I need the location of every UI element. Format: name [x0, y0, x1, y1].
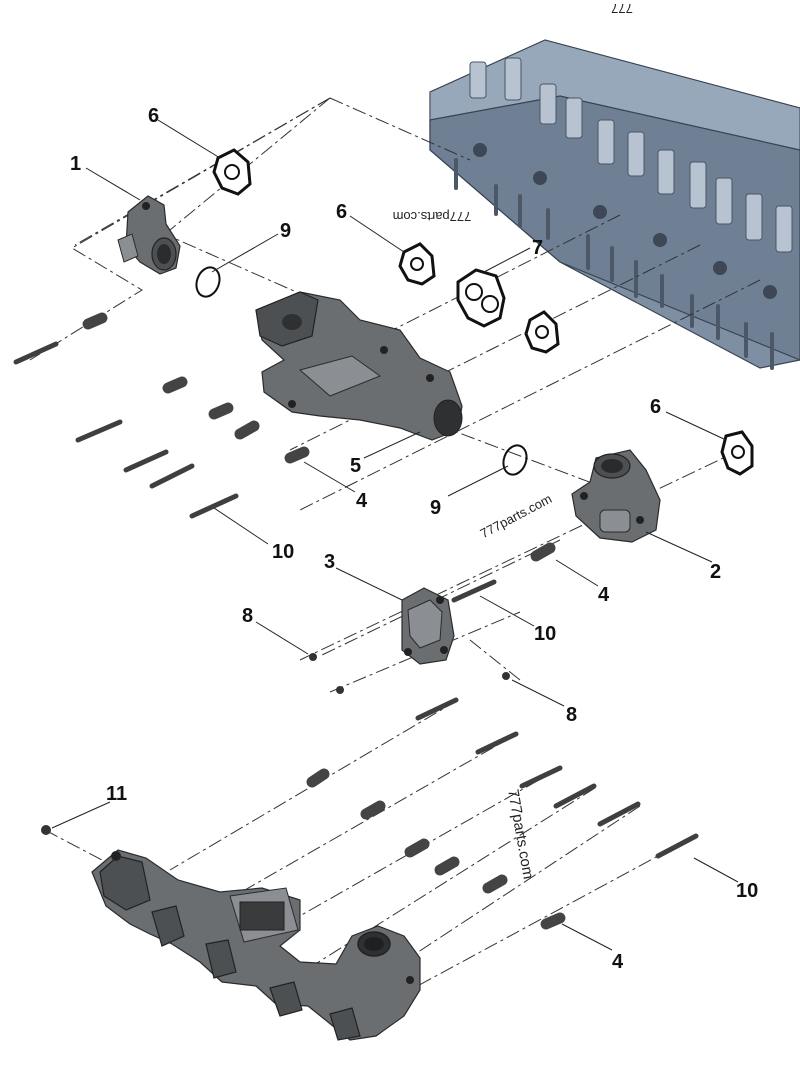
cylinder-head: [429, 39, 800, 370]
callout-1: 1: [70, 153, 81, 175]
part-8-screws: [309, 653, 510, 694]
part-3-cover: [401, 587, 455, 665]
callout-8-a: 8: [242, 605, 253, 627]
part-7-gasket: [456, 268, 506, 328]
part-6-gasket-b: [398, 242, 436, 286]
watermark-mirrored: 777parts.com: [393, 209, 472, 224]
watermark-vertical: 777parts.com: [504, 788, 537, 880]
part-1-elbow: [117, 195, 181, 275]
callout-9-b: 9: [430, 497, 441, 519]
part-5-manifold-upper: [255, 291, 463, 441]
lower-exhaust-manifold: [91, 849, 421, 1041]
callout-5: 5: [350, 455, 361, 477]
watermark-diagonal: 777parts.com: [478, 491, 555, 541]
part-9-oring-a: [195, 266, 221, 298]
callout-9-a: 9: [280, 220, 291, 242]
callout-4-b: 4: [598, 584, 610, 606]
callout-4-c: 4: [612, 951, 624, 973]
upper-fasteners: [13, 312, 556, 603]
callout-7: 7: [532, 237, 543, 259]
part-9-oring-b: [502, 444, 528, 476]
callout-10-b: 10: [534, 623, 556, 645]
watermark-top-fragment: 777: [611, 1, 633, 16]
callout-2: 2: [710, 561, 721, 583]
leader-lines: [51, 119, 739, 951]
callout-11: 11: [106, 783, 127, 805]
callout-6-b: 6: [336, 201, 347, 223]
part-6-gasket-a: [212, 148, 252, 196]
part-2-elbow: [571, 449, 661, 543]
callout-6-c: 6: [650, 396, 661, 418]
lower-fasteners: [41, 697, 699, 930]
callout-10-c: 10: [736, 880, 758, 902]
callouts: 1 6 6 9 7 6 5 4 9 10 2 3 4 8 10 8 11 10 …: [70, 105, 758, 973]
callout-3: 3: [324, 551, 335, 573]
callout-10-a: 10: [272, 541, 294, 563]
callout-6-a: 6: [148, 105, 159, 127]
part-6-gasket-c: [524, 310, 560, 354]
part-6-gasket-d: [720, 430, 754, 476]
callout-8-b: 8: [566, 704, 577, 726]
callout-4-a: 4: [356, 490, 368, 512]
